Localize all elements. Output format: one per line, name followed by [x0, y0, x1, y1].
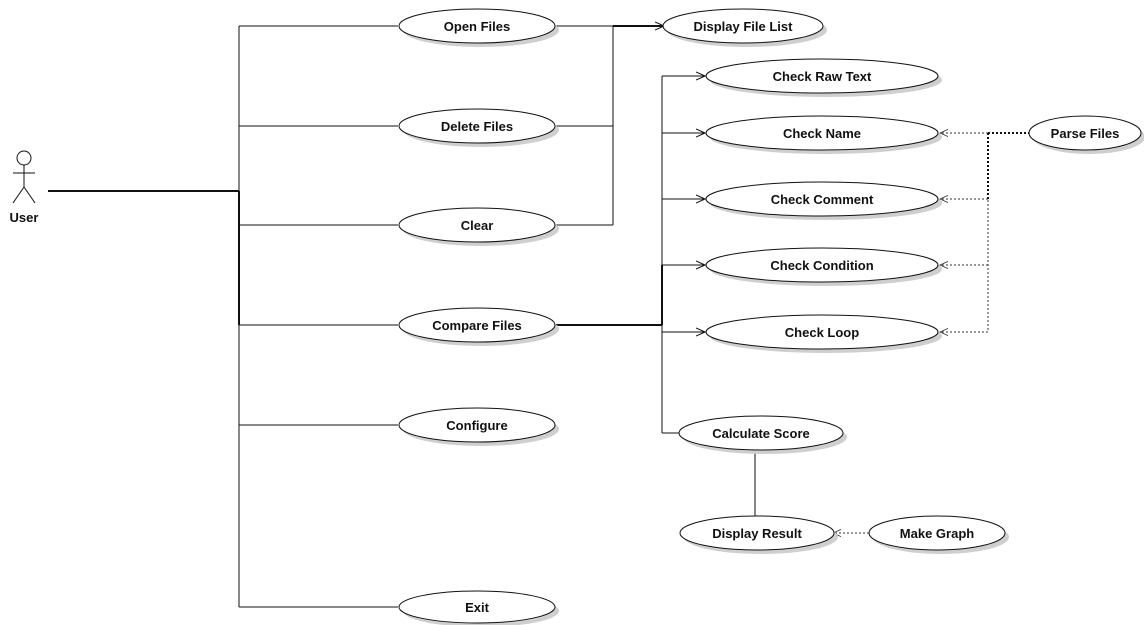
use-case-label: Calculate Score [712, 426, 810, 441]
use-case-display-file-list[interactable]: Display File List [662, 8, 827, 47]
use-case-open-files[interactable]: Open Files [398, 8, 559, 47]
use-case-parse-files[interactable]: Parse Files [1028, 115, 1144, 154]
actor-user[interactable]: User [10, 150, 39, 225]
actor-left-leg [12, 186, 25, 204]
use-case-label: Check Name [783, 126, 861, 141]
use-case-make-graph[interactable]: Make Graph [868, 515, 1009, 554]
connectors [48, 26, 1030, 608]
use-case-calculate-score[interactable]: Calculate Score [678, 415, 847, 454]
use-case-exit[interactable]: Exit [398, 590, 559, 625]
use-case-label: Display Result [712, 526, 802, 541]
use-case-configure[interactable]: Configure [398, 407, 559, 446]
use-case-label: Configure [446, 418, 507, 433]
use-case-label: Delete Files [441, 119, 513, 134]
use-case-check-raw-text[interactable]: Check Raw Text [705, 58, 942, 97]
actor-right-leg [23, 186, 36, 204]
use-case-check-loop[interactable]: Check Loop [705, 314, 942, 353]
use-case-clear[interactable]: Clear [398, 207, 559, 246]
use-case-label: Check Condition [770, 258, 873, 273]
use-case-label: Open Files [444, 19, 510, 34]
use-case-check-comment[interactable]: Check Comment [705, 181, 942, 220]
use-case-label: Display File List [694, 19, 794, 34]
actor-head [16, 150, 32, 166]
use-case-delete-files[interactable]: Delete Files [398, 108, 559, 147]
use-case-label: Make Graph [900, 526, 974, 541]
use-case-label: Compare Files [432, 318, 522, 333]
use-case-label: Check Comment [771, 192, 874, 207]
use-case-label: Exit [465, 600, 490, 615]
actor-label: User [10, 210, 39, 225]
use-case-label: Parse Files [1051, 126, 1120, 141]
use-case-compare-files[interactable]: Compare Files [398, 307, 559, 346]
use-case-label: Check Raw Text [773, 69, 872, 84]
use-case-label: Check Loop [785, 325, 859, 340]
use-case-check-name[interactable]: Check Name [705, 115, 942, 154]
use-case-check-condition[interactable]: Check Condition [705, 247, 942, 286]
use-case-display-result[interactable]: Display Result [679, 515, 838, 554]
use-case-label: Clear [461, 218, 494, 233]
